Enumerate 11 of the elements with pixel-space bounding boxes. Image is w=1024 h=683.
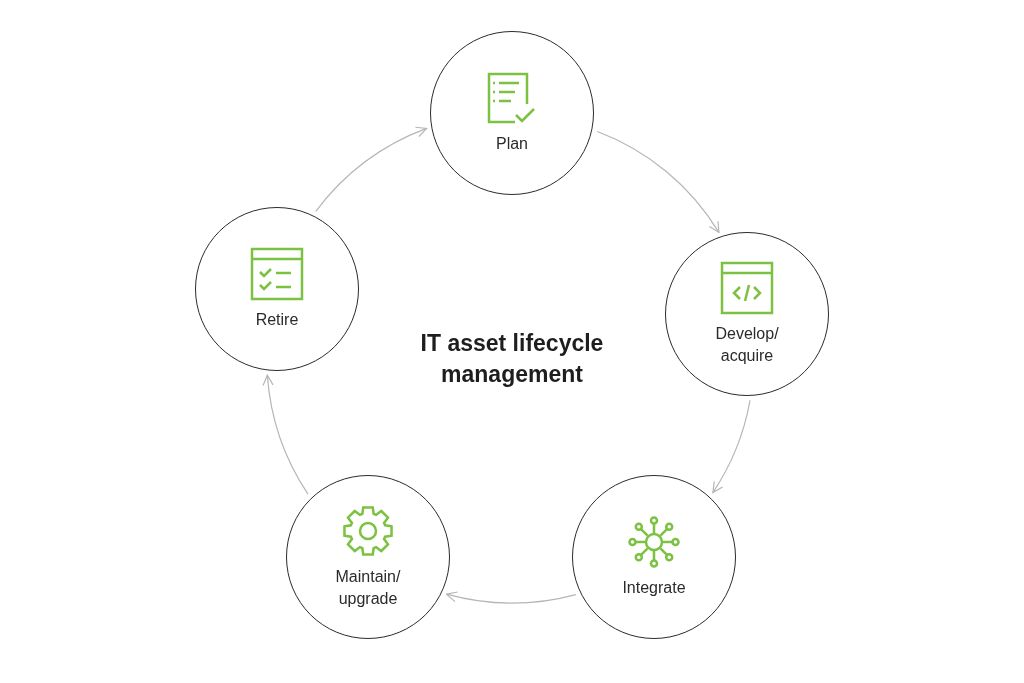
curved-arrow bbox=[446, 590, 577, 604]
curved-arrow bbox=[315, 127, 428, 212]
stage-label: Retire bbox=[254, 310, 300, 330]
stage-label: Develop/ acquire bbox=[714, 324, 780, 366]
curved-arrow bbox=[263, 374, 309, 495]
diagram-title: IT asset lifecycle management bbox=[419, 329, 605, 389]
curved-arrow bbox=[596, 130, 720, 233]
curved-arrow bbox=[712, 399, 751, 494]
stage-label: Maintain/ upgrade bbox=[334, 567, 402, 609]
stage-label: Plan bbox=[495, 134, 529, 154]
stage-label: Integrate bbox=[621, 578, 687, 598]
